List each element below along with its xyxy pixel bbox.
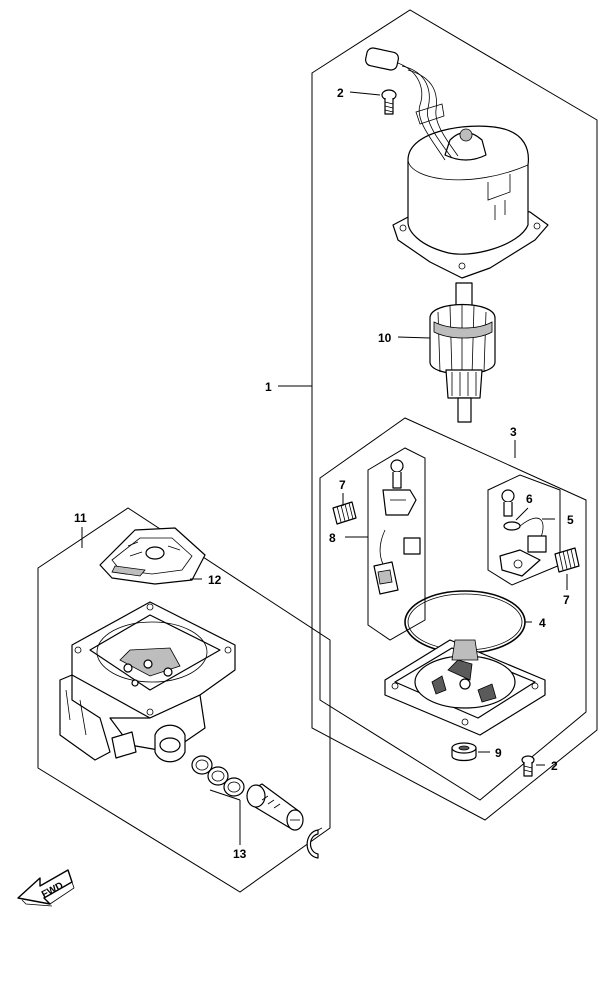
seal-plate-12 (99, 527, 206, 585)
callout-13: 13 (233, 847, 247, 861)
callout-1: 1 (265, 380, 272, 394)
callout-8: 8 (329, 531, 336, 545)
callout-4: 4 (539, 616, 546, 630)
callout-9: 9 (495, 746, 502, 760)
callout-2-bottom: 2 (551, 759, 558, 773)
assembly-1-outline (311, 9, 598, 821)
bushing-9 (451, 742, 477, 762)
fwd-arrow-icon: FWD (17, 869, 75, 907)
callout-5: 5 (567, 513, 574, 527)
callout-6: 6 (526, 492, 533, 506)
callout-7-right: 7 (563, 593, 570, 607)
callout-11: 11 (74, 511, 87, 525)
callout-7-left: 7 (339, 478, 346, 492)
spring-7-left (332, 501, 357, 525)
screw-2-bottom (521, 755, 535, 777)
spring-7-right (554, 547, 580, 573)
callout-10: 10 (378, 331, 392, 345)
brush-holder-8 (367, 447, 426, 641)
assembly-3-outline (319, 417, 587, 801)
valve-assembly-13 (191, 755, 323, 859)
pump-body (59, 601, 236, 763)
callout-2-top: 2 (337, 86, 344, 100)
brush-holder-5 (487, 474, 561, 586)
brush-plate-base (384, 639, 546, 736)
armature (429, 282, 496, 423)
assembly-11-outline (37, 507, 331, 893)
callout-3: 3 (510, 425, 517, 439)
leader-lines (81, 91, 568, 845)
screw-2-top (381, 89, 397, 115)
motor-wire-lead (364, 47, 459, 161)
callout-12: 12 (208, 573, 222, 587)
motor-housing (392, 125, 549, 279)
